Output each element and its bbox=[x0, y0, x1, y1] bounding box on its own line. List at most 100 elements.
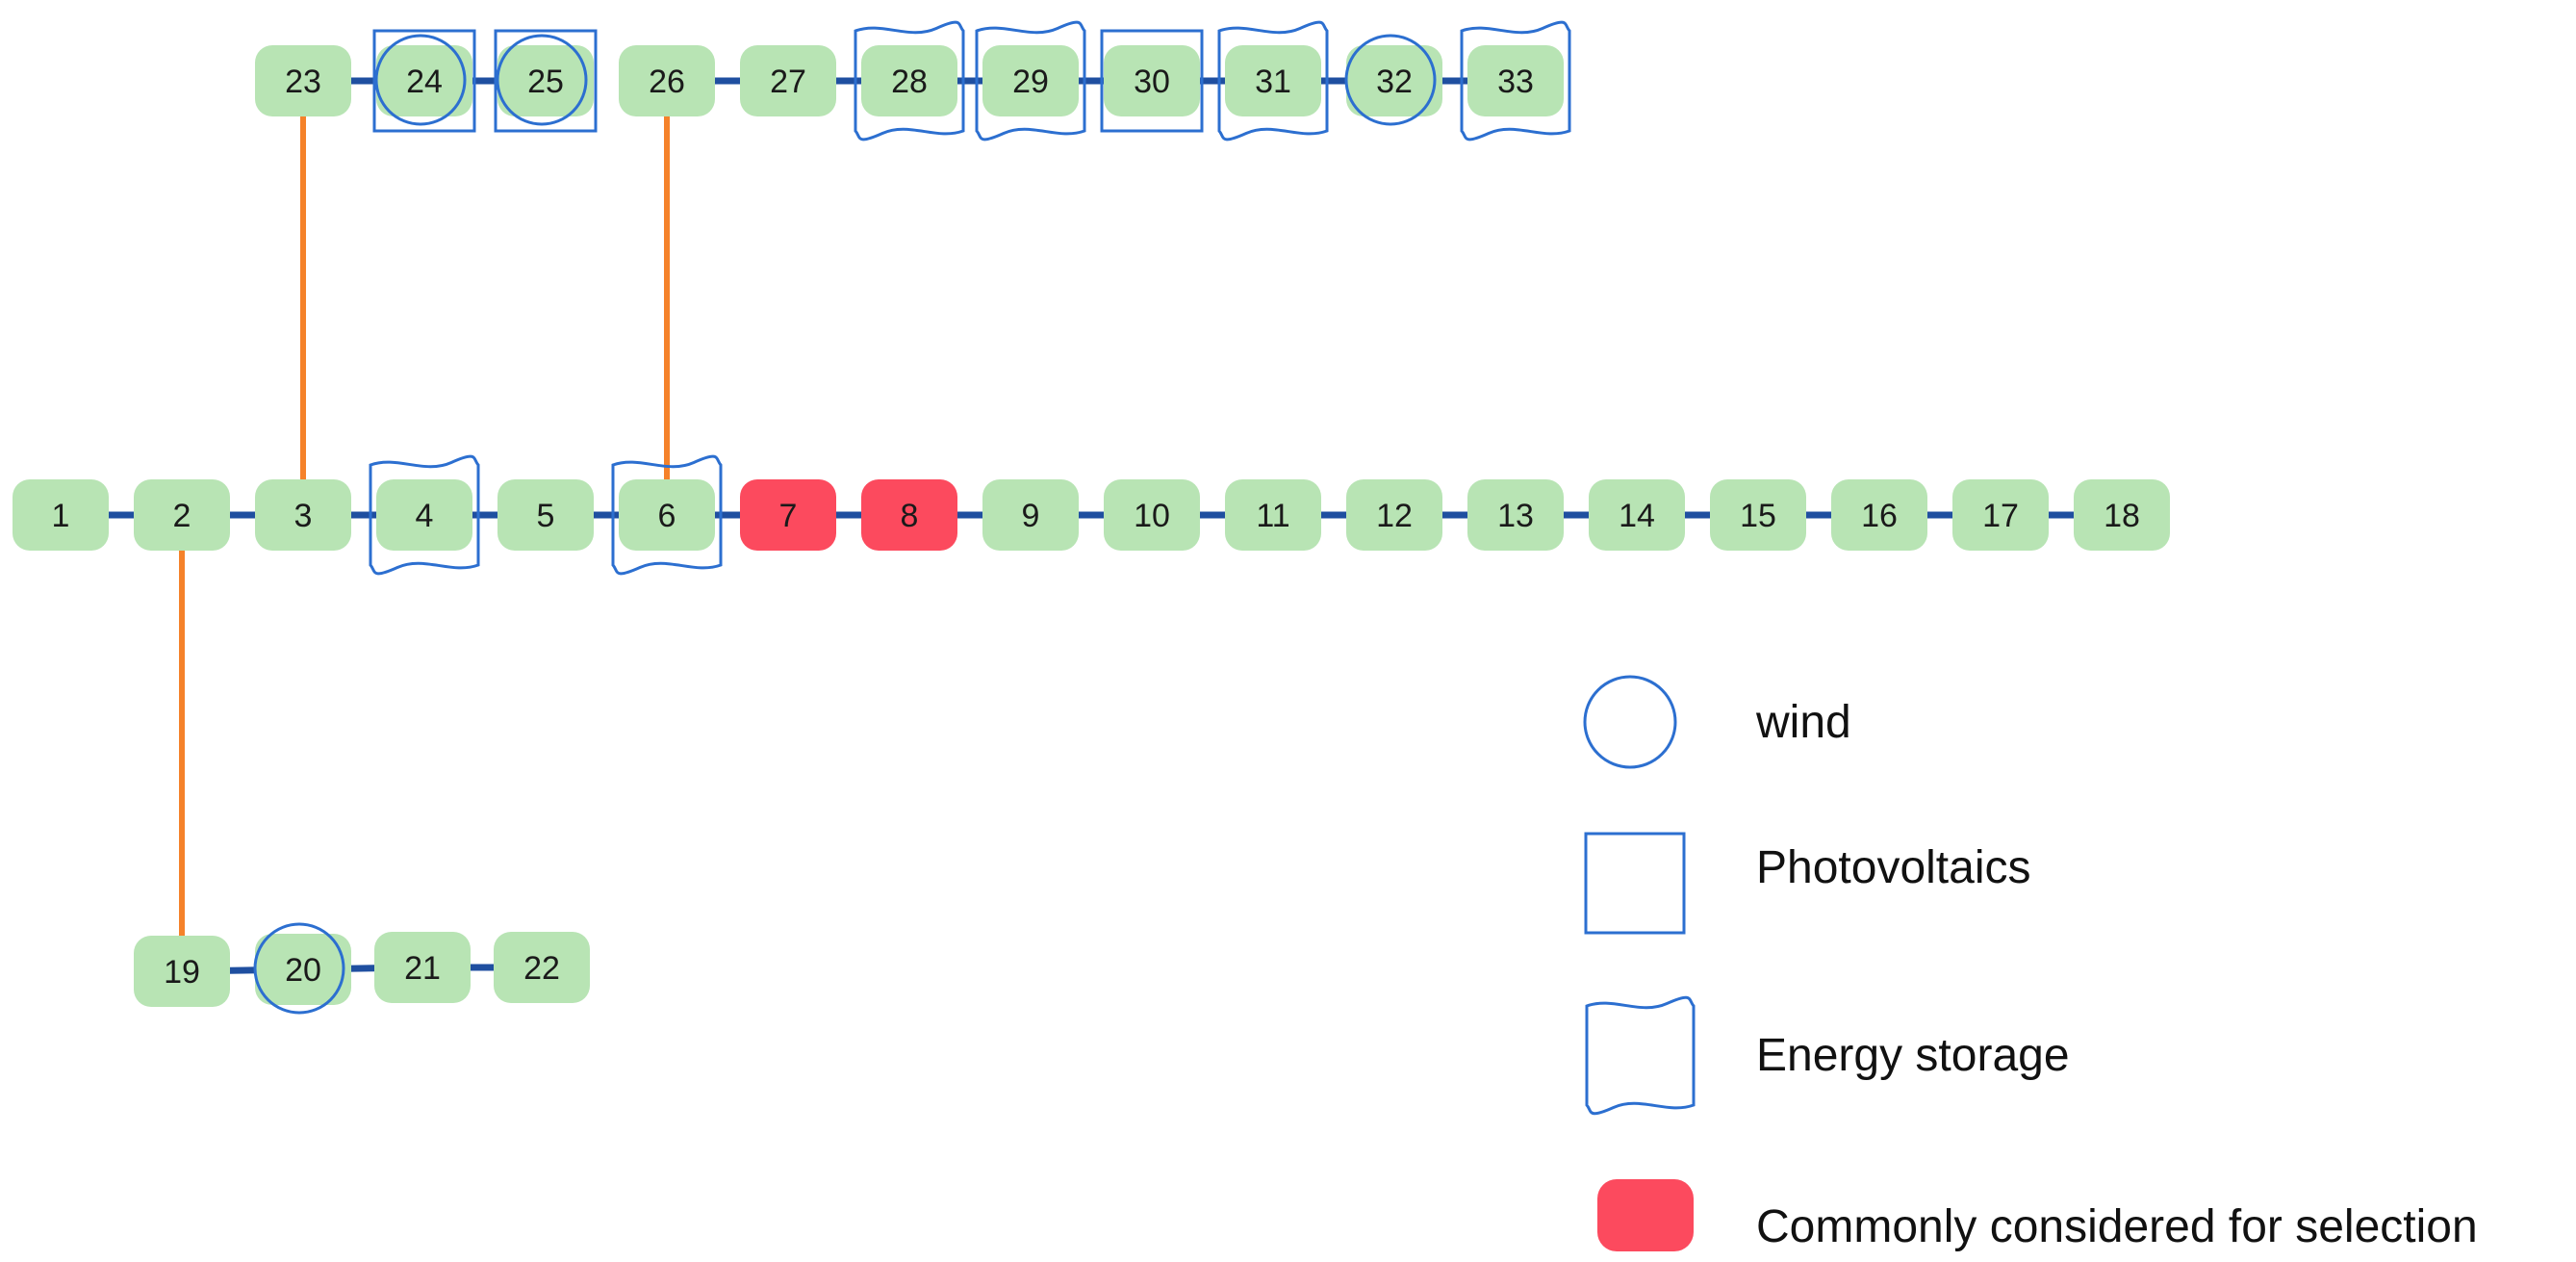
bus-node-box bbox=[497, 479, 594, 551]
bus-node-box bbox=[255, 45, 351, 116]
bus-node-label: 18 bbox=[2104, 498, 2140, 534]
bus-node-box bbox=[255, 479, 351, 551]
bus-node-label: 6 bbox=[658, 498, 676, 534]
bus-node-27: 27 bbox=[740, 45, 836, 116]
bus-node-31: 31 bbox=[1225, 45, 1321, 116]
bus-node-11: 11 bbox=[1225, 479, 1321, 551]
bus-node-8: 8 bbox=[861, 479, 957, 551]
bus-node-box bbox=[255, 934, 351, 1005]
legend-wind-label: wind bbox=[1755, 697, 1851, 748]
wind-icon bbox=[253, 922, 345, 1015]
bus-node-7: 7 bbox=[740, 479, 836, 551]
bus-node-label: 19 bbox=[164, 954, 200, 991]
bus-node-label: 9 bbox=[1022, 498, 1040, 534]
bus-node-box bbox=[740, 479, 836, 551]
bus-node-label: 20 bbox=[285, 952, 321, 989]
bus-node-14: 14 bbox=[1589, 479, 1685, 551]
bus-node-box bbox=[1710, 479, 1806, 551]
bus-node-box bbox=[1831, 479, 1927, 551]
symbols-layer bbox=[253, 20, 1571, 1015]
wind-icon bbox=[496, 34, 588, 126]
bus-node-22: 22 bbox=[494, 932, 590, 1003]
legend-item-storage: Energy storage bbox=[1585, 995, 2070, 1116]
bus-node-label: 26 bbox=[649, 64, 685, 100]
bus-node-19: 19 bbox=[134, 936, 230, 1007]
bus-node-26: 26 bbox=[619, 45, 715, 116]
bus-node-box bbox=[619, 45, 715, 116]
bus-node-2: 2 bbox=[134, 479, 230, 551]
bus-node-label: 10 bbox=[1134, 498, 1170, 534]
bus-node-box bbox=[1104, 45, 1200, 116]
bus-node-5: 5 bbox=[497, 479, 594, 551]
bus-node-3: 3 bbox=[255, 479, 351, 551]
bus-node-label: 15 bbox=[1740, 498, 1776, 534]
photovoltaics-icon bbox=[372, 29, 476, 133]
legend-selected-label: Commonly considered for selection bbox=[1756, 1201, 2478, 1252]
bus-node-1: 1 bbox=[13, 479, 109, 551]
bus-node-box bbox=[1225, 479, 1321, 551]
bus-node-box bbox=[497, 45, 594, 116]
bus-node-box bbox=[134, 936, 230, 1007]
bus-node-label: 8 bbox=[901, 498, 919, 534]
bus-node-box bbox=[1225, 45, 1321, 116]
bus-node-box bbox=[740, 45, 836, 116]
energy-storage-icon bbox=[1217, 20, 1329, 142]
bus-node-label: 13 bbox=[1497, 498, 1534, 534]
energy-storage-icon bbox=[975, 20, 1086, 142]
bus-node-32: 32 bbox=[1346, 45, 1442, 116]
legend-pv-label: Photovoltaics bbox=[1756, 842, 2031, 893]
bus-node-18: 18 bbox=[2074, 479, 2170, 551]
bus-node-29: 29 bbox=[982, 45, 1079, 116]
bus-node-33: 33 bbox=[1467, 45, 1564, 116]
bus-node-28: 28 bbox=[861, 45, 957, 116]
bus-node-label: 12 bbox=[1376, 498, 1413, 534]
bus-node-label: 22 bbox=[523, 950, 560, 987]
photovoltaics-icon bbox=[494, 29, 598, 133]
bus-node-box bbox=[1467, 479, 1564, 551]
legend-storage-icon bbox=[1585, 995, 1696, 1116]
bus-node-17: 17 bbox=[1952, 479, 2049, 551]
energy-storage-icon bbox=[854, 20, 965, 142]
bus-node-20: 20 bbox=[255, 934, 351, 1005]
bus-node-box bbox=[982, 45, 1079, 116]
legend-wind-icon bbox=[1583, 675, 1677, 769]
bus-node-30: 30 bbox=[1104, 45, 1200, 116]
bus-node-label: 1 bbox=[52, 498, 70, 534]
wind-icon bbox=[1344, 34, 1437, 126]
bus-node-box bbox=[1104, 479, 1200, 551]
bus-node-box bbox=[1589, 479, 1685, 551]
energy-storage-icon bbox=[611, 454, 723, 576]
photovoltaics-icon bbox=[1100, 29, 1204, 133]
bus-node-box bbox=[1952, 479, 2049, 551]
bus-node-label: 25 bbox=[527, 64, 564, 100]
bus-node-box bbox=[2074, 479, 2170, 551]
bus-node-label: 30 bbox=[1134, 64, 1170, 100]
bus-node-box bbox=[1467, 45, 1564, 116]
legend-item-wind: wind bbox=[1583, 675, 1851, 769]
bus-node-box bbox=[1346, 479, 1442, 551]
bus-node-label: 16 bbox=[1861, 498, 1898, 534]
bus-node-13: 13 bbox=[1467, 479, 1564, 551]
bus-node-label: 5 bbox=[537, 498, 555, 534]
legend: wind Photovoltaics Energy storage Common… bbox=[1583, 675, 2478, 1252]
bus-node-25: 25 bbox=[497, 45, 594, 116]
bus-node-box bbox=[376, 45, 472, 116]
bus-node-21: 21 bbox=[374, 932, 471, 1003]
legend-selected-swatch bbox=[1597, 1179, 1694, 1251]
bus-node-label: 7 bbox=[779, 498, 798, 534]
bus-node-15: 15 bbox=[1710, 479, 1806, 551]
bus-node-label: 21 bbox=[404, 950, 441, 987]
legend-pv-icon bbox=[1584, 832, 1686, 935]
bus-node-23: 23 bbox=[255, 45, 351, 116]
bus-node-box bbox=[861, 45, 957, 116]
bus-node-box bbox=[494, 932, 590, 1003]
bus-node-box bbox=[861, 479, 957, 551]
legend-storage-label: Energy storage bbox=[1756, 1030, 2070, 1081]
bus-node-label: 33 bbox=[1497, 64, 1534, 100]
bus-node-label: 23 bbox=[285, 64, 321, 100]
bus-node-12: 12 bbox=[1346, 479, 1442, 551]
bus-node-label: 31 bbox=[1255, 64, 1291, 100]
bus-node-label: 14 bbox=[1619, 498, 1655, 534]
